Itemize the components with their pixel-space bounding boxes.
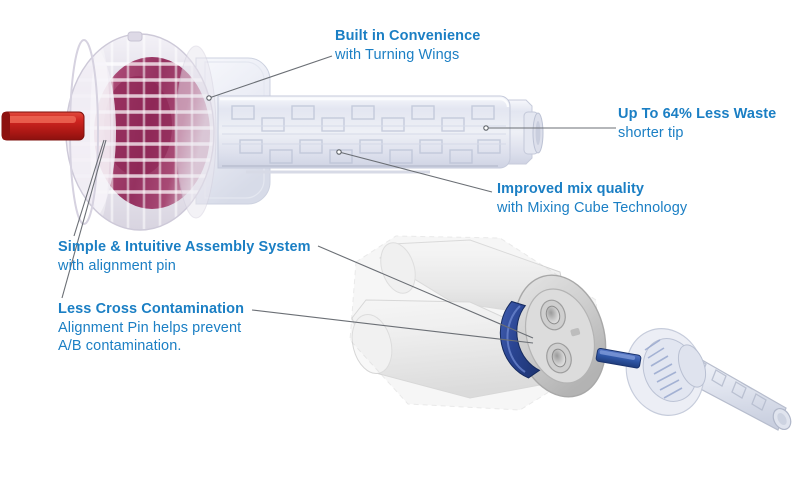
- callout-title: Simple & Intuitive Assembly System: [58, 239, 311, 255]
- mixing-cube-barrel: [217, 95, 511, 174]
- leader-line-mix: [336, 149, 493, 193]
- mixing-tip-hub: [65, 31, 217, 231]
- leader-lines: [61, 55, 616, 344]
- callout-title: Less Cross Contamination: [58, 301, 245, 317]
- assembled-mixing-tip: [1, 31, 544, 231]
- cartridge-outlet-face: [513, 274, 607, 398]
- leader-line-pin-cross: [61, 139, 107, 299]
- leader-line-pin-assembly: [73, 139, 105, 237]
- callout-built-in-convenience: Built in Convenience with Turning Wings: [335, 27, 480, 64]
- leader-line-cross: [251, 309, 534, 344]
- callout-subtitle-2: A/B contamination.: [58, 338, 182, 355]
- red-alignment-pin: [1, 111, 85, 141]
- callout-less-waste: Up To 64% Less Waste shorter tip: [618, 105, 776, 142]
- callout-subtitle: shorter tip: [618, 124, 684, 141]
- blue-alignment-pin: [595, 347, 642, 369]
- callout-title: Built in Convenience: [335, 28, 481, 44]
- leader-line-waste: [483, 125, 616, 131]
- callout-subtitle: with Mixing Cube Technology: [497, 199, 688, 216]
- cartridge-outlet-ports: [540, 299, 581, 374]
- leader-line-assembly: [317, 245, 534, 339]
- callout-title: Up To 64% Less Waste: [618, 106, 777, 122]
- callout-improved-mix-quality: Improved mix quality with Mixing Cube Te…: [497, 180, 687, 217]
- detached-tip-hub: [625, 328, 707, 416]
- callout-less-cross-contamination: Less Cross Contamination Alignment Pin h…: [58, 300, 244, 356]
- leader-line-wings: [206, 55, 333, 101]
- detached-mixing-tip: [595, 328, 792, 431]
- callout-subtitle: with Turning Wings: [335, 46, 460, 63]
- callout-title: Improved mix quality: [497, 181, 645, 197]
- callout-subtitle: with alignment pin: [58, 257, 176, 274]
- callout-subtitle: Alignment Pin helps prevent: [58, 319, 242, 336]
- callout-assembly-system: Simple & Intuitive Assembly System with …: [58, 238, 311, 275]
- dual-barrel-cartridge: [349, 235, 607, 411]
